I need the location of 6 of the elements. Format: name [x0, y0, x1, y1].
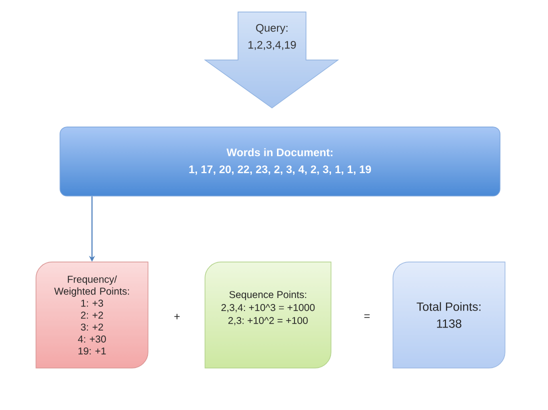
rounded-box: Words in Document: 1, 17, 20, 22, 23, 2, 3, 4, 2, 3, 1, 1, 19 [60, 126, 500, 196]
equals-sign: = [364, 314, 370, 318]
rounded-corner-box: Sequence Points: 2,3,4: +10^3 = +1000 2,3: +10^2 = +100 [204, 262, 332, 368]
rounded-corner-box: Total Points: 1138 [392, 262, 506, 368]
plus-sign: + [174, 314, 180, 320]
rounded-corner-box: Frequency/ Weighted Points: 1: +3 2: +2 3: +2 4: +30 19: +1 [36, 262, 148, 368]
